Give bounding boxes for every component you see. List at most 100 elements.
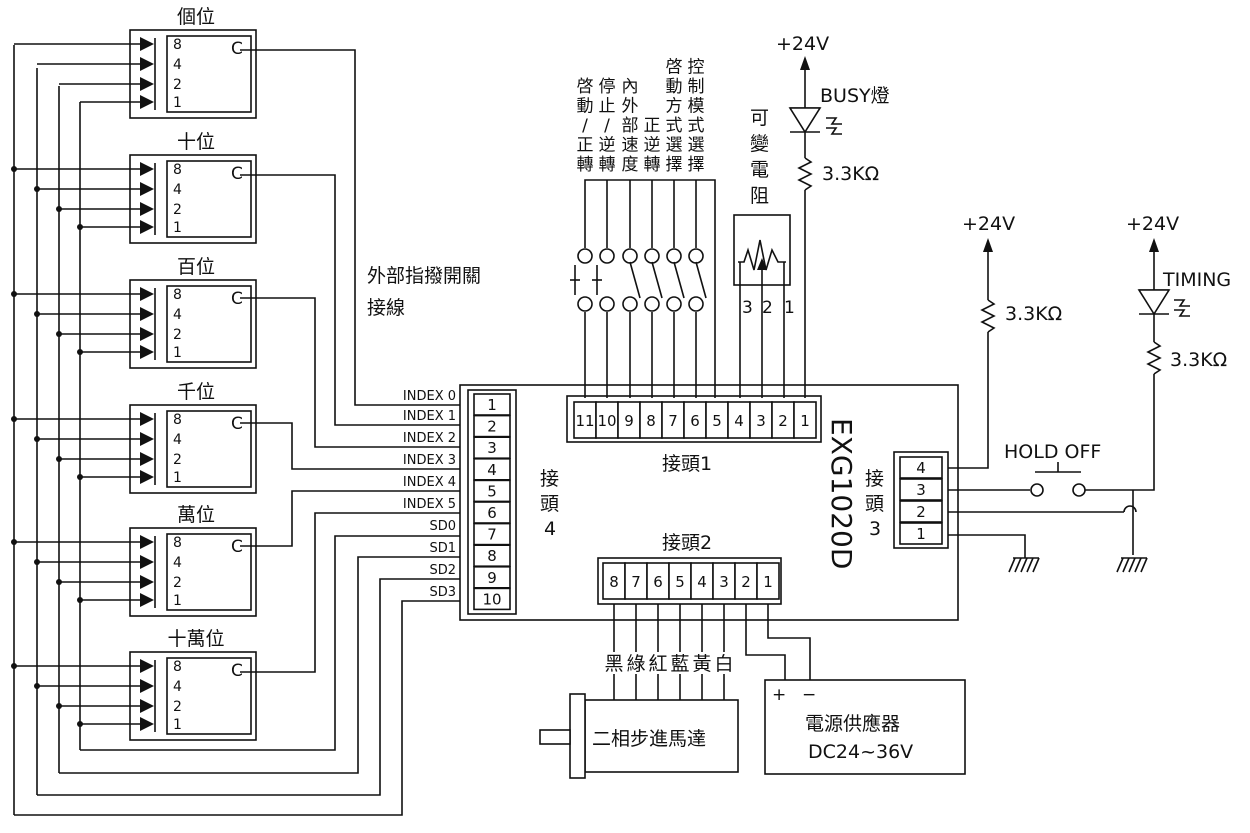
pin-number: 5 (712, 412, 722, 430)
connector3-pin (899, 456, 943, 479)
digit-label: 十位 (177, 131, 215, 153)
pin-number: 2 (741, 573, 751, 591)
pin-number: 4 (697, 573, 707, 591)
bcd-weight: 8 (173, 659, 182, 675)
busy-led-label: BUSY燈 (820, 85, 890, 107)
timing-led-label: TIMING (1162, 269, 1231, 291)
bcd-weight: 2 (173, 327, 182, 343)
input-label-char: 止 (599, 97, 616, 117)
motor-shaft (539, 729, 571, 745)
wire-color-labels: 黑綠紅藍黃白 (604, 652, 734, 675)
bcd-weight: 8 (173, 535, 182, 551)
input-label-char: 逆 (599, 136, 616, 156)
hold-circuit (948, 238, 1148, 573)
power-plus: + (772, 685, 786, 705)
pin-number: 6 (487, 504, 497, 522)
hold-supply: +24V (962, 213, 1015, 235)
motor-flange (569, 693, 586, 779)
index-signal-label: SD3 (429, 585, 456, 600)
input-label-char: 啓 (666, 58, 683, 78)
wire-color-label: 黃 (692, 653, 711, 675)
digit-label: 百位 (177, 256, 215, 278)
potentiometer-label-1: 可 (750, 107, 769, 129)
bcd-weight: 1 (173, 345, 182, 361)
index-signal-label: SD0 (429, 519, 456, 534)
common-label: C (231, 661, 243, 681)
index-signal-label: INDEX 2 (403, 431, 456, 446)
input-label-char: 動 (577, 97, 594, 117)
pin-number: 2 (778, 412, 788, 430)
pin-number: 7 (487, 526, 497, 544)
connector3-pin (899, 478, 943, 501)
diode-icon (140, 593, 154, 607)
pin-number: 2 (487, 418, 497, 436)
digit-label: 萬位 (177, 504, 215, 526)
diode-icon (140, 77, 154, 91)
bcd-weight: 4 (173, 555, 182, 571)
diode-icon (140, 717, 154, 731)
input-switch-wiring (570, 179, 716, 398)
pin-number: 2 (916, 503, 926, 521)
pin-number: 8 (487, 547, 497, 565)
index-wires (240, 49, 460, 673)
input-label-char: / (604, 116, 610, 136)
input-label-char: 外 (622, 97, 639, 117)
digit-inner (166, 35, 252, 113)
sd-wires (14, 535, 460, 816)
pin-number: 1 (800, 412, 810, 430)
diode-icon (140, 555, 154, 569)
diode-icon (140, 287, 154, 301)
diode-icon (140, 220, 154, 234)
wire-color-label: 紅 (648, 653, 667, 675)
bcd-weight: 2 (173, 699, 182, 715)
input-label-char: 轉 (644, 155, 661, 175)
thumbwheel-switch-group: 個位C8421十位C8421百位C8421千位C8421萬位C8421十萬位C8… (11, 6, 257, 741)
index-signal-label: INDEX 4 (403, 475, 456, 490)
diode-icon (140, 679, 154, 693)
input-label-char: 方 (666, 97, 683, 117)
input-label-char: 速 (622, 136, 639, 156)
motor-body (584, 699, 739, 773)
power-spec: DC24~36V (808, 741, 913, 763)
digit-label: 十萬位 (167, 628, 224, 650)
input-label-char: 動 (666, 77, 683, 97)
thumbwheel-note-line1: 外部指撥開關 (367, 265, 481, 287)
input-label-char: 選 (666, 136, 683, 156)
diode-icon (140, 575, 154, 589)
digit-inner (166, 160, 252, 238)
pin-number: 8 (646, 412, 656, 430)
connector4-label-2: 頭 (540, 493, 559, 515)
digit-inner (166, 533, 252, 611)
timing-circuit (1133, 238, 1190, 491)
bcd-weight: 1 (173, 593, 182, 609)
input-label-char: 選 (688, 136, 705, 156)
pin-number: 4 (487, 461, 497, 479)
bcd-weight: 2 (173, 77, 182, 93)
connector3-label-1: 接 (865, 468, 884, 490)
common-label: C (231, 289, 243, 309)
input-label-char: 內 (622, 77, 639, 97)
diode-icon (140, 202, 154, 216)
connector3-pin (899, 522, 943, 545)
pin-number: 1 (487, 396, 497, 414)
diode-icon (140, 162, 154, 176)
wire-color-label: 藍 (670, 653, 689, 675)
common-label: C (231, 414, 243, 434)
wire-color-label: 黑 (604, 653, 623, 675)
connector2-label: 接頭2 (662, 532, 712, 554)
potentiometer-symbol (738, 239, 786, 398)
wire-color-label: 綠 (626, 653, 645, 675)
bcd-weight: 1 (173, 717, 182, 733)
busy-resistor: 3.3KΩ (822, 163, 879, 185)
pin-number: 1 (916, 525, 926, 543)
pin-number: 4 (916, 459, 926, 477)
input-label-char: 啓 (577, 77, 594, 97)
bcd-weight: 2 (173, 452, 182, 468)
input-label-char: 擇 (688, 155, 705, 175)
